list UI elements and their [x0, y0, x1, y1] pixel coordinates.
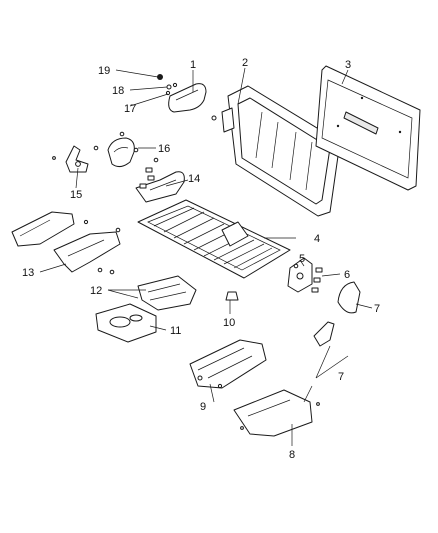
callout-8: 8: [289, 449, 295, 461]
callout-11: 11: [170, 325, 181, 337]
part-riser-bracket[interactable]: [11, 211, 121, 275]
callout-4: 4: [314, 233, 320, 245]
callout-2: 2: [242, 57, 248, 69]
part-recliner-bracket[interactable]: [107, 131, 139, 168]
part-small-hinge[interactable]: [52, 145, 99, 173]
part-rear-riser[interactable]: [189, 339, 267, 389]
callout-14: 14: [188, 173, 200, 185]
callout-10: 10: [223, 317, 235, 329]
part-tray[interactable]: [95, 303, 157, 343]
part-seat-back-frame[interactable]: [211, 85, 341, 217]
callout-labels: 1 2 3 4 5 6 7 7 8 9 10 11 12 13 14 15 16…: [22, 57, 380, 461]
part-seat-cushion-frame[interactable]: [137, 199, 291, 279]
part-bolts[interactable]: [311, 267, 323, 293]
part-trim-cover-lower[interactable]: [313, 321, 335, 347]
part-side-latch[interactable]: [287, 257, 313, 293]
part-lower-trim-shield[interactable]: [233, 389, 320, 437]
callout-7b: 7: [338, 371, 344, 383]
part-fastener-17[interactable]: [165, 90, 171, 96]
callout-7a: 7: [374, 303, 380, 315]
callout-19: 19: [98, 65, 110, 77]
part-armrest-cover[interactable]: [168, 83, 207, 113]
callout-6: 6: [344, 269, 350, 281]
part-fastener-18[interactable]: [166, 82, 178, 90]
part-clip[interactable]: [225, 291, 239, 301]
callout-13: 13: [22, 267, 34, 279]
part-trim-cover-upper[interactable]: [337, 281, 361, 314]
callout-3: 3: [345, 59, 351, 71]
callout-17: 17: [124, 103, 136, 115]
callout-18: 18: [112, 85, 124, 97]
part-seat-back-panel[interactable]: [315, 65, 421, 191]
callout-15: 15: [70, 189, 82, 201]
callout-5: 5: [299, 253, 305, 265]
part-riser-block[interactable]: [137, 275, 197, 311]
part-link-assembly[interactable]: [135, 157, 185, 203]
callout-9: 9: [200, 401, 206, 413]
callout-12: 12: [90, 285, 102, 297]
leader-lines: [39, 67, 373, 446]
callout-16: 16: [158, 143, 170, 155]
part-fastener-19[interactable]: [157, 74, 163, 80]
callout-1: 1: [190, 59, 196, 71]
